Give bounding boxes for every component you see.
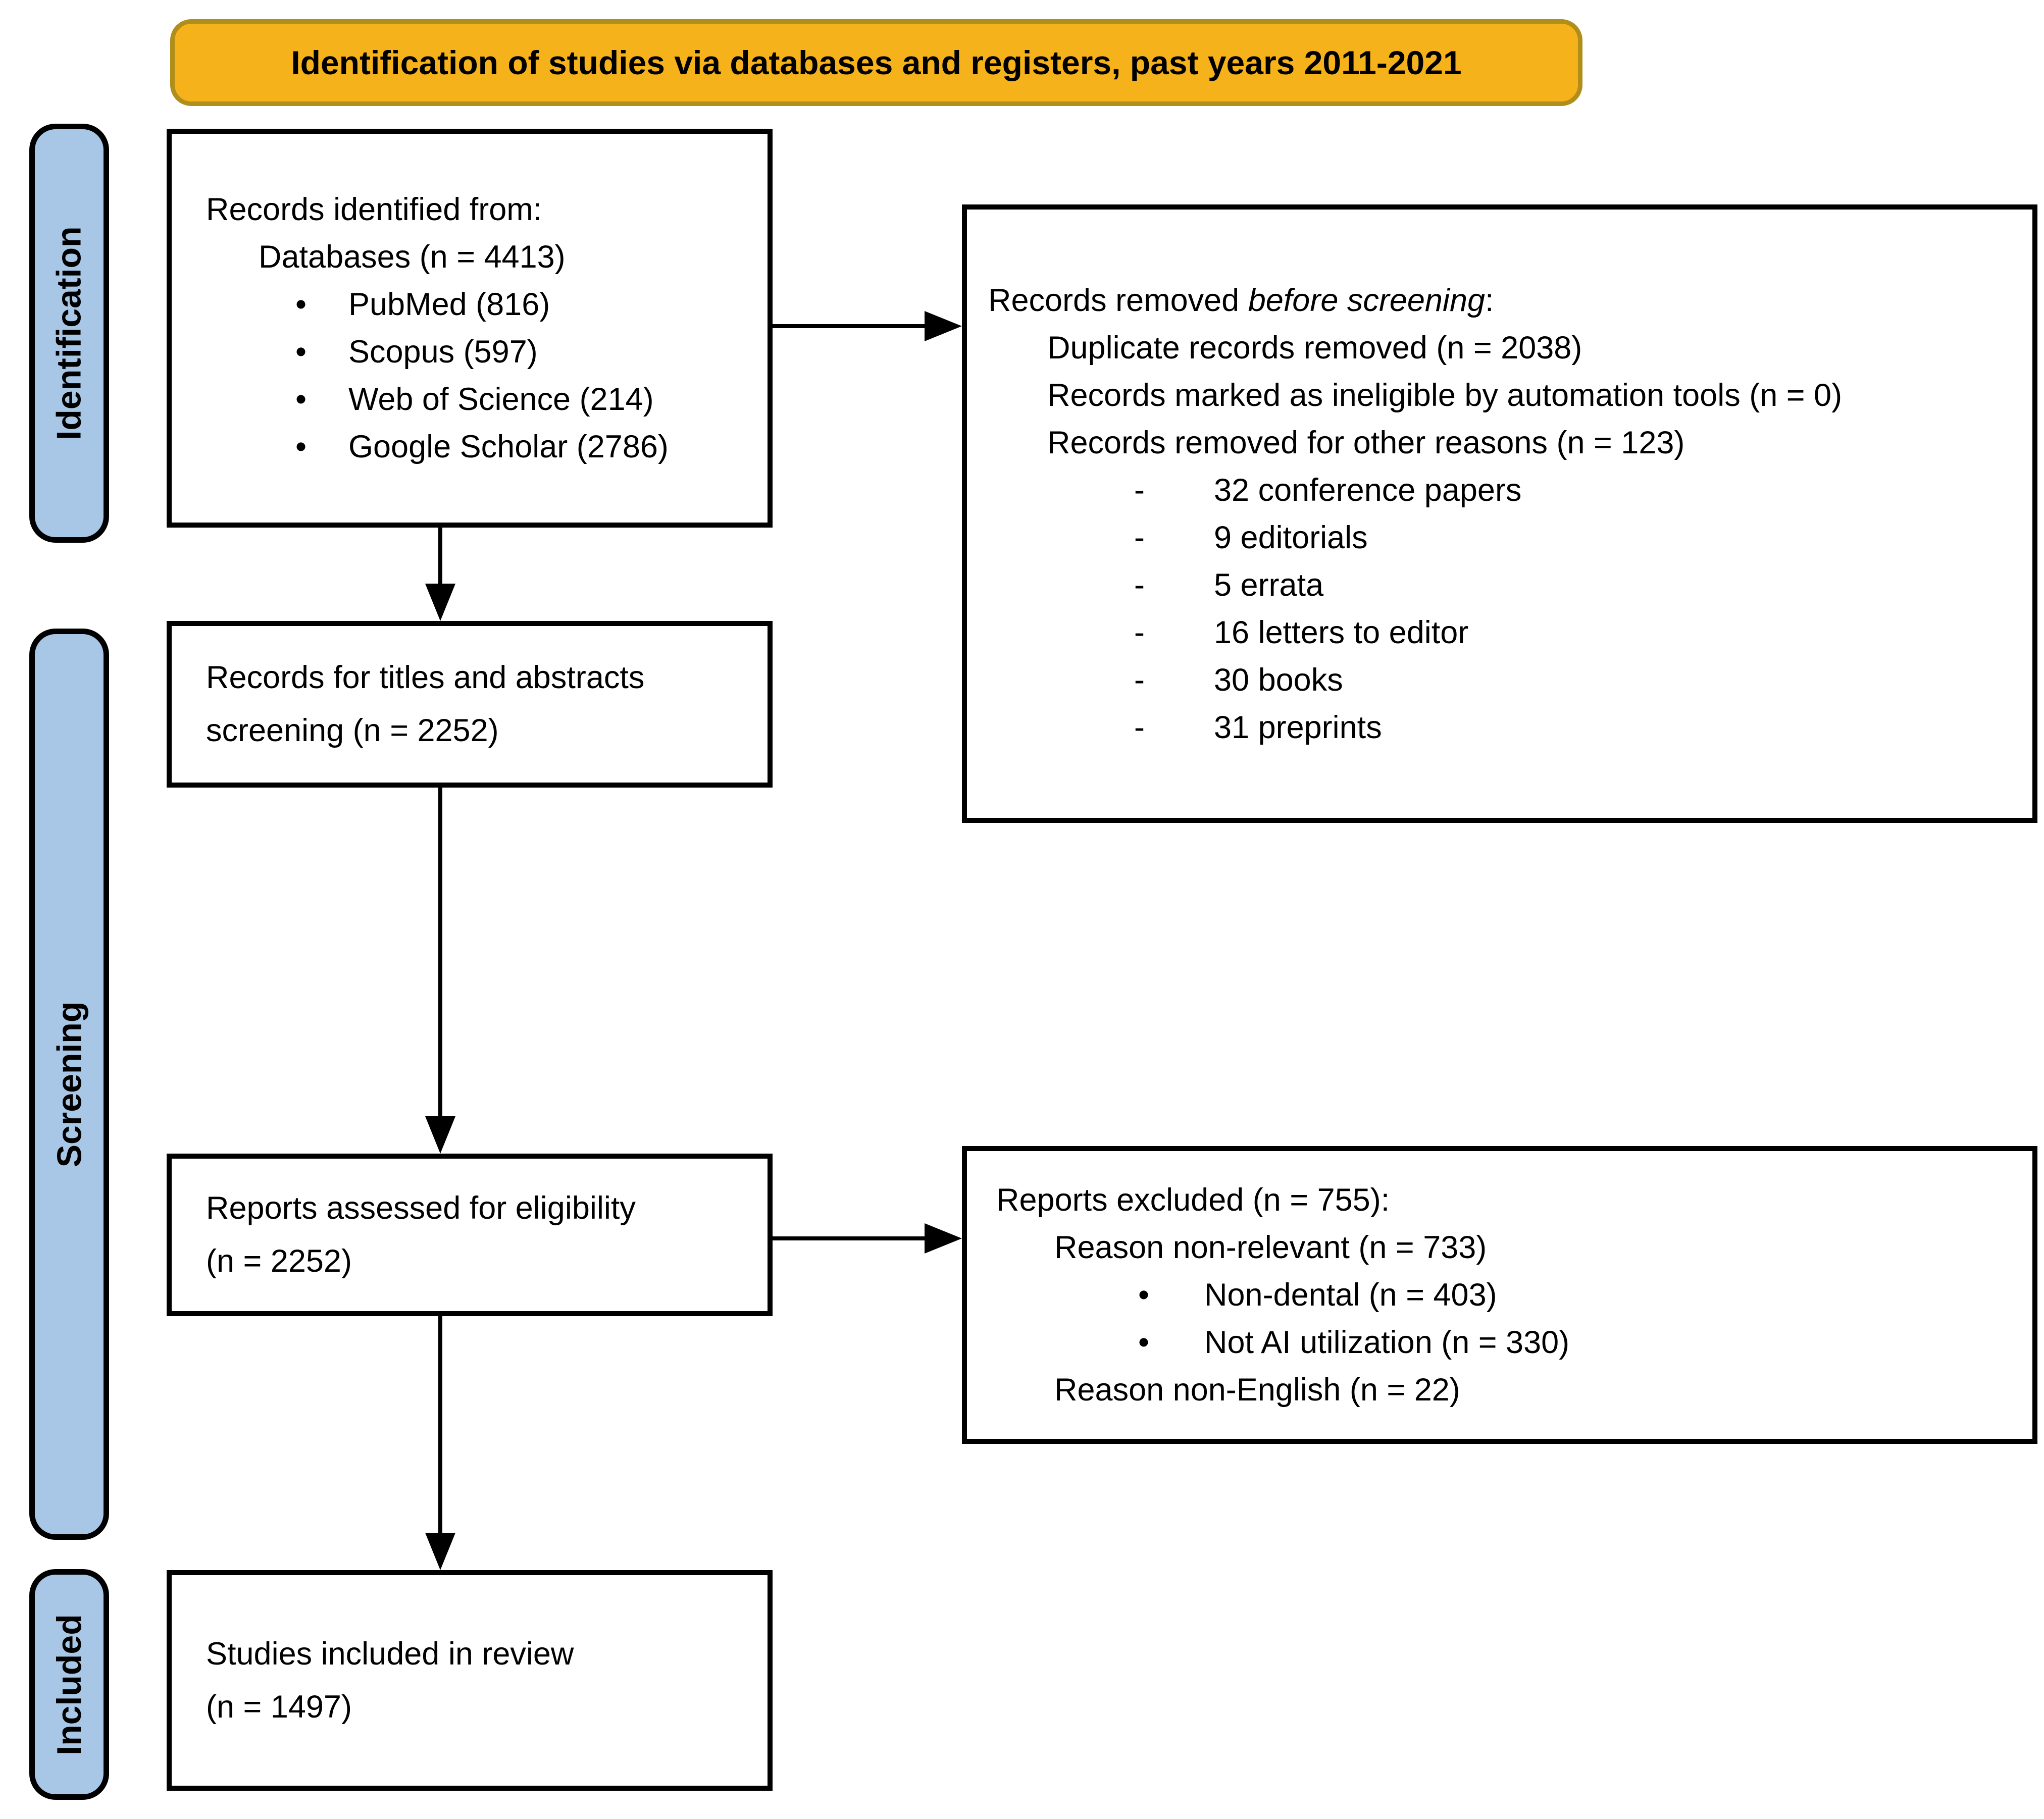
titles-abstracts-line2: screening (n = 2252): [206, 704, 757, 757]
box-reports-excluded: Reports excluded (n = 755): Reason non-r…: [962, 1146, 2037, 1444]
records-identified-subheading-text: Databases (n = 4413): [259, 239, 566, 275]
database-item: • PubMed (816): [206, 281, 757, 328]
stage-label-included-text: Included: [50, 1614, 89, 1755]
records-removed-heading-italic: before screening: [1248, 282, 1486, 318]
arrowhead-right-icon: [925, 1223, 962, 1254]
arrowhead-down-icon: [425, 1533, 455, 1570]
arrow-assessed-to-included: [438, 1316, 442, 1533]
stage-label-included: Included: [29, 1569, 109, 1800]
removed-reason-item: - 9 editorials: [988, 514, 2022, 561]
arrowhead-right-icon: [925, 311, 962, 341]
box-records-removed: Records removed before screening: Duplic…: [962, 204, 2037, 823]
removed-reason-item: - 16 letters to editor: [988, 609, 2022, 656]
dash-icon: -: [1134, 567, 1145, 603]
arrowhead-down-icon: [425, 1116, 455, 1154]
reports-assessed-line1: Reports assessed for eligibility: [206, 1182, 757, 1235]
removed-sub-item-text: Duplicate records removed (n = 2038): [1047, 330, 1582, 366]
studies-included-line1: Studies included in review: [206, 1628, 757, 1681]
excluded-reason-nonrelevant: Reason non-relevant (n = 733): [996, 1224, 2022, 1271]
studies-included-line2: (n = 1497): [206, 1681, 757, 1734]
database-item-text: PubMed (816): [348, 287, 550, 322]
title-banner: Identification of studies via databases …: [170, 19, 1582, 106]
titles-abstracts-line1: Records for titles and abstracts: [206, 651, 757, 704]
removed-sub-item-text: Records removed for other reasons (n = 1…: [1047, 425, 1685, 460]
dash-icon: -: [1134, 472, 1145, 508]
database-item: • Web of Science (214): [206, 376, 757, 423]
records-removed-heading: Records removed before screening:: [988, 277, 2022, 324]
excluded-bullet-item-text: Non-dental (n = 403): [1204, 1277, 1497, 1313]
removed-reason-item: - 5 errata: [988, 561, 2022, 609]
records-removed-heading-pre: Records removed: [988, 282, 1248, 318]
removed-reason-item: - 30 books: [988, 656, 2022, 704]
removed-reason-item-text: 32 conference papers: [1214, 472, 1522, 508]
bullet-icon: •: [295, 334, 307, 370]
titles-abstracts-line1-text: Records for titles and abstracts: [206, 660, 645, 695]
database-item-text: Web of Science (214): [348, 382, 654, 417]
bullet-icon: •: [1138, 1277, 1150, 1313]
excluded-reason-nonenglish: Reason non-English (n = 22): [996, 1366, 2022, 1414]
box-titles-abstracts-screening: Records for titles and abstracts screeni…: [167, 621, 773, 788]
stage-label-identification: Identification: [29, 124, 109, 543]
records-identified-subheading: Databases (n = 4413): [206, 233, 757, 281]
removed-reason-item-text: 31 preprints: [1214, 709, 1382, 745]
reports-excluded-heading-text: Reports excluded (n = 755):: [996, 1182, 1390, 1218]
arrow-identified-to-titles: [438, 528, 442, 586]
database-item: • Scopus (597): [206, 328, 757, 376]
studies-included-line1-text: Studies included in review: [206, 1636, 574, 1672]
removed-reason-item-text: 5 errata: [1214, 567, 1324, 603]
database-item-text: Scopus (597): [348, 334, 538, 370]
stage-label-screening: Screening: [29, 629, 109, 1540]
reports-assessed-line2-text: (n = 2252): [206, 1243, 352, 1279]
records-removed-heading-post: :: [1485, 282, 1494, 318]
database-item-text: Google Scholar (2786): [348, 429, 669, 464]
bullet-icon: •: [295, 382, 307, 417]
arrow-assessed-to-excluded: [770, 1236, 927, 1240]
dash-icon: -: [1134, 709, 1145, 745]
box-studies-included: Studies included in review (n = 1497): [167, 1570, 773, 1791]
excluded-reason-nonenglish-text: Reason non-English (n = 22): [1054, 1372, 1460, 1408]
records-identified-heading-text: Records identified from:: [206, 192, 542, 227]
removed-sub-item: Records marked as ineligible by automati…: [988, 372, 2022, 419]
database-item: • Google Scholar (2786): [206, 423, 757, 471]
excluded-reason-nonrelevant-text: Reason non-relevant (n = 733): [1054, 1230, 1487, 1265]
studies-included-line2-text: (n = 1497): [206, 1689, 352, 1725]
titles-abstracts-line2-text: screening (n = 2252): [206, 713, 499, 748]
removed-reason-item-text: 9 editorials: [1214, 519, 1368, 555]
reports-assessed-line2: (n = 2252): [206, 1235, 757, 1288]
arrow-identified-to-removed: [770, 324, 927, 328]
bullet-icon: •: [295, 287, 307, 322]
removed-sub-item: Records removed for other reasons (n = 1…: [988, 419, 2022, 466]
removed-sub-item: Duplicate records removed (n = 2038): [988, 324, 2022, 372]
arrow-titles-to-assessed: [438, 788, 442, 1118]
reports-assessed-line1-text: Reports assessed for eligibility: [206, 1190, 636, 1226]
dash-icon: -: [1134, 614, 1145, 650]
reports-excluded-heading: Reports excluded (n = 755):: [996, 1176, 2022, 1224]
excluded-bullet-item: • Not AI utilization (n = 330): [996, 1319, 2022, 1366]
stage-label-identification-text: Identification: [50, 226, 89, 440]
box-reports-assessed: Reports assessed for eligibility (n = 22…: [167, 1154, 773, 1316]
stage-label-screening-text: Screening: [50, 1001, 88, 1167]
dash-icon: -: [1134, 662, 1145, 698]
title-banner-text: Identification of studies via databases …: [291, 44, 1462, 81]
bullet-icon: •: [295, 429, 307, 464]
records-identified-heading: Records identified from:: [206, 186, 757, 233]
excluded-bullet-item: • Non-dental (n = 403): [996, 1271, 2022, 1319]
removed-sub-item-text: Records marked as ineligible by automati…: [1047, 377, 1843, 413]
excluded-bullet-item-text: Not AI utilization (n = 330): [1204, 1325, 1570, 1360]
removed-reason-item-text: 30 books: [1214, 662, 1343, 698]
removed-reason-item-text: 16 letters to editor: [1214, 614, 1469, 650]
removed-reason-item: - 31 preprints: [988, 704, 2022, 751]
arrowhead-down-icon: [425, 584, 455, 621]
bullet-icon: •: [1138, 1325, 1150, 1360]
dash-icon: -: [1134, 519, 1145, 555]
removed-reason-item: - 32 conference papers: [988, 466, 2022, 514]
box-records-identified: Records identified from: Databases (n = …: [167, 129, 773, 528]
